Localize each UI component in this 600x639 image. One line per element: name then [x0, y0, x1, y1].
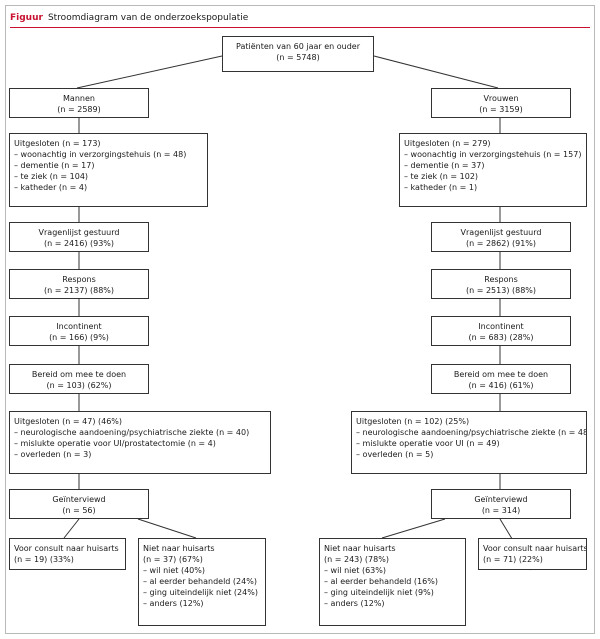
box-heading: Bereid om mee te doen: [31, 370, 127, 379]
connector: [137, 518, 197, 539]
men-response-box: Respons (n = 2137) (88%): [9, 269, 149, 299]
box-line: – katheder (n = 4): [14, 183, 88, 192]
box-heading: Voor consult naar huisarts: [14, 544, 119, 553]
box-line: – overleden (n = 5): [356, 450, 434, 459]
connector-lines: [63, 55, 532, 571]
connector: [381, 518, 446, 539]
box-heading: Mannen: [63, 94, 95, 103]
box-heading: Vrouwen: [483, 94, 519, 103]
box-heading: Incontinent: [478, 322, 524, 331]
box-line: – overleden (n = 3): [14, 450, 92, 459]
figure-caption: Figuur Stroomdiagram van de onderzoekspop…: [10, 11, 248, 25]
women-excluded-box: Uitgesloten (n = 279) – woonachtig in ver…: [399, 133, 587, 207]
women-questionnaire-box: Vragenlijst gestuurd (n = 2862) (91%): [431, 222, 571, 252]
figure-label: Figuur: [10, 13, 43, 23]
box-line: (n = 71) (22%): [483, 555, 543, 564]
box-line: (n = 2862) (91%): [465, 239, 537, 248]
box-line: – te ziek (n = 102): [404, 172, 479, 181]
box-line: – dementie (n = 17): [14, 161, 95, 170]
box-heading: Uitgesloten (n = 102) (25%): [356, 417, 470, 426]
women-response-box: Respons (n = 2513) (88%): [431, 269, 571, 299]
box-heading: Voor consult naar huisarts: [483, 544, 587, 553]
box-line: (n = 2589): [57, 105, 101, 114]
box-line: – anders (12%): [324, 599, 385, 608]
men-willing-box: Bereid om mee te doen (n = 103) (62%): [9, 364, 149, 394]
box-line: (n = 2513) (88%): [465, 286, 537, 295]
box-line: – anders (12%): [143, 599, 204, 608]
box-line: – mislukte operatie voor UI (n = 49): [356, 439, 500, 448]
figure-frame: Figuur Stroomdiagram van de onderzoekspop…: [5, 5, 595, 634]
box-line: (n = 103) (62%): [46, 381, 112, 390]
box-line: (n = 37) (67%): [143, 555, 203, 564]
women-willing-box: Bereid om mee te doen (n = 416) (61%): [431, 364, 571, 394]
box-line: – ging uiteindelijk niet (9%): [324, 588, 434, 597]
box-heading: Niet naar huisarts: [324, 544, 396, 553]
box-line: (n = 2416) (93%): [43, 239, 115, 248]
men-consult-box: Voor consult naar huisarts (n = 19) (33%): [9, 538, 126, 570]
box-heading: Vragenlijst gestuurd: [460, 228, 542, 237]
box-line: (n = 243) (78%): [324, 555, 389, 564]
connector: [63, 518, 80, 539]
women-interviewed-box: Geïnterviewd (n = 314): [431, 489, 571, 519]
connector: [76, 55, 223, 89]
men-excluded2-box: Uitgesloten (n = 47) (46%) – neurologisch…: [9, 411, 271, 474]
box-line: – neurologische aandoening/psychiatrisch…: [356, 428, 587, 437]
box-heading: Vragenlijst gestuurd: [38, 228, 120, 237]
women-incontinent-box: Incontinent (n = 683) (28%): [431, 316, 571, 346]
caption-rule: [10, 27, 590, 28]
box-line: (n = 166) (9%): [49, 333, 109, 342]
men-questionnaire-box: Vragenlijst gestuurd (n = 2416) (93%): [9, 222, 149, 252]
box-heading: Geïnterviewd: [474, 495, 528, 504]
box-heading: Patiënten van 60 jaar en ouder: [235, 42, 360, 51]
box-line: (n = 2137) (88%): [43, 286, 115, 295]
root-box: Patiënten van 60 jaar en ouder (n = 5748): [222, 36, 374, 72]
box-line: (n = 56): [62, 506, 96, 515]
box-line: – wil niet (40%): [143, 566, 205, 575]
men-incontinent-box: Incontinent (n = 166) (9%): [9, 316, 149, 346]
figure-title: Stroomdiagram van de onderzoekspopulatie: [47, 13, 249, 23]
women-group-box: Vrouwen (n = 3159): [431, 88, 571, 118]
women-excluded2-box: Uitgesloten (n = 102) (25%) – neurologisc…: [351, 411, 587, 474]
box-heading: Niet naar huisarts: [143, 544, 215, 553]
women-not-gp-box: Niet naar huisarts (n = 243) (78%) – wil n…: [319, 538, 466, 626]
box-line: – wil niet (63%): [324, 566, 386, 575]
box-line: – ging uiteindelijk niet (24%): [143, 588, 258, 597]
box-line: – neurologische aandoening/psychiatrisch…: [14, 428, 250, 437]
box-line: – woonachtig in verzorgingstehuis (n = 4…: [14, 150, 187, 159]
box-line: (n = 3159): [479, 105, 523, 114]
box-line: (n = 5748): [276, 53, 320, 62]
men-group-box: Mannen (n = 2589): [9, 88, 149, 118]
women-consult-box: Voor consult naar huisarts (n = 71) (22%): [478, 538, 587, 570]
box-line: – mislukte operatie voor UI/prostatectom…: [14, 439, 216, 448]
box-heading: Geïnterviewd: [52, 495, 106, 504]
box-heading: Bereid om mee te doen: [453, 370, 549, 379]
box-line: (n = 683) (28%): [468, 333, 534, 342]
box-line: – al eerder behandeld (16%): [324, 577, 438, 586]
box-line: – woonachtig in verzorgingstehuis (n = 1…: [404, 150, 582, 159]
box-line: – dementie (n = 37): [404, 161, 485, 170]
men-excluded-box: Uitgesloten (n = 173) – woonachtig in ver…: [9, 133, 208, 207]
box-line: – katheder (n = 1): [404, 183, 478, 192]
box-heading: Respons: [484, 275, 518, 284]
box-heading: Uitgesloten (n = 47) (46%): [14, 417, 123, 426]
box-line: (n = 416) (61%): [468, 381, 534, 390]
box-line: – te ziek (n = 104): [14, 172, 89, 181]
box-line: – al eerder behandeld (24%): [143, 577, 257, 586]
box-line: (n = 314): [481, 506, 521, 515]
box-heading: Respons: [62, 275, 96, 284]
box-heading: Uitgesloten (n = 279): [404, 139, 491, 148]
box-heading: Incontinent: [56, 322, 102, 331]
men-not-gp-box: Niet naar huisarts (n = 37) (67%) – wil ni…: [138, 538, 266, 626]
box-heading: Uitgesloten (n = 173): [14, 139, 101, 148]
box-line: (n = 19) (33%): [14, 555, 74, 564]
men-interviewed-box: Geïnterviewd (n = 56): [9, 489, 149, 519]
connector: [373, 55, 499, 89]
